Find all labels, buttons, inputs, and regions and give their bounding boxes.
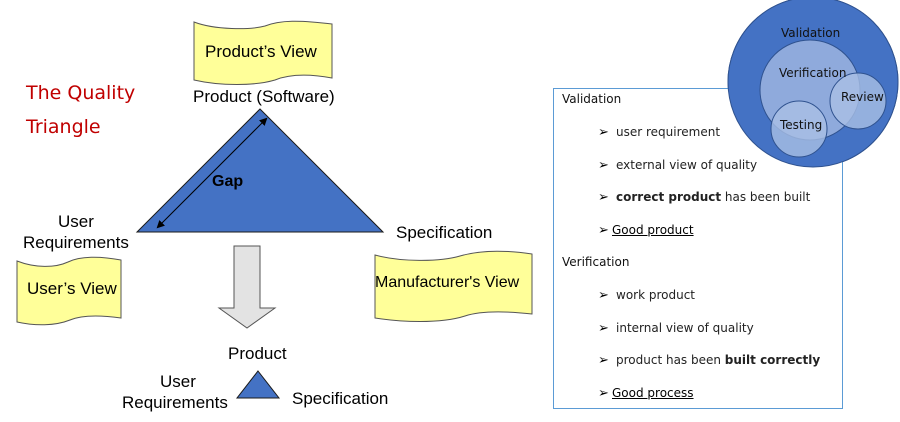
venn-diagram: Validation Verification Review Testing (727, 0, 899, 168)
products-view-label: Product’s View (205, 42, 317, 61)
small-user-requirements-line2: Requirements (122, 393, 228, 412)
list-item: ➢work product (598, 288, 696, 303)
users-view-banner (16, 256, 122, 326)
venn-review-label: Review (841, 90, 884, 104)
quality-triangle (135, 108, 385, 233)
list-item: ➢Good process (598, 386, 694, 401)
slide-title-line1: The Quality (26, 82, 136, 104)
small-user-requirements-line1: User (160, 372, 196, 391)
manufacturers-view-label: Manufacturer's View (375, 274, 520, 291)
list-item: ➢product has been built correctly (598, 353, 821, 368)
small-specification-label: Specification (292, 389, 389, 408)
arrow-bullet-icon: ➢ (598, 223, 609, 238)
arrow-bullet-icon: ➢ (598, 353, 609, 368)
arrow-bullet-icon: ➢ (598, 288, 609, 303)
arrow-bullet-icon: ➢ (598, 190, 609, 205)
gap-arrow (156, 117, 268, 229)
arrow-bullet-icon: ➢ (598, 386, 609, 401)
arrow-bullet-icon: ➢ (598, 321, 609, 336)
validation-heading: Validation (562, 92, 622, 106)
venn-testing-circle (770, 100, 828, 158)
products-view-banner (193, 20, 333, 85)
down-arrow (217, 245, 277, 329)
gap-label: Gap (212, 173, 244, 190)
user-requirements-label-line2: Requirements (23, 233, 129, 252)
small-product-label: Product (228, 344, 287, 363)
verification-heading: Verification (562, 255, 630, 269)
arrow-bullet-icon: ➢ (598, 158, 609, 173)
venn-testing-label: Testing (779, 118, 822, 132)
product-software-label: Product (Software) (193, 87, 335, 106)
arrow-bullet-icon: ➢ (598, 125, 609, 140)
list-item: ➢external view of quality (598, 158, 758, 173)
user-requirements-label-line1: User (58, 212, 94, 231)
venn-verification-label: Verification (779, 66, 846, 80)
manufacturers-view-banner (374, 250, 533, 322)
specification-label: Specification (396, 223, 493, 242)
list-item: ➢correct product has been built (598, 190, 811, 205)
list-item: ➢user requirement (598, 125, 721, 140)
venn-review-circle (829, 72, 887, 130)
small-triangle (235, 370, 281, 399)
slide-title-line2: Triangle (26, 116, 101, 138)
list-item: ➢Good product (598, 223, 694, 238)
users-view-label: User’s View (27, 279, 117, 298)
venn-validation-label: Validation (781, 26, 840, 40)
list-item: ➢internal view of quality (598, 321, 754, 336)
